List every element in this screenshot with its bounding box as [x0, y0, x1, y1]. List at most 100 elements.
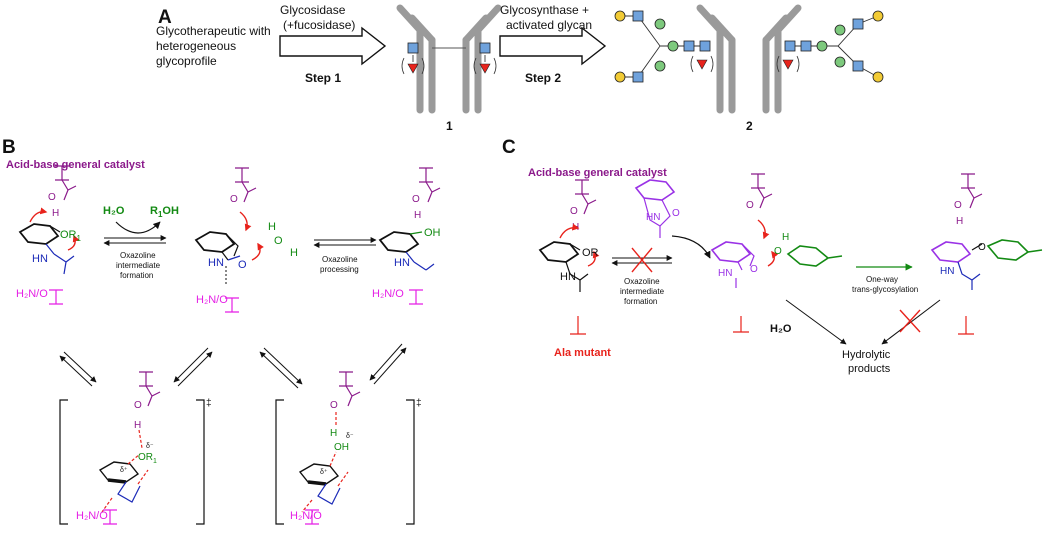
- svg-text:O: O: [954, 200, 962, 211]
- c-donor-o: O: [672, 208, 680, 219]
- b-nh2o-2: H₂N/O: [196, 294, 228, 306]
- c-donor-arrow: [671, 235, 711, 259]
- antibody-2: [614, 4, 884, 114]
- c-substrate: O H: [539, 179, 600, 292]
- c-ox-hn: HN: [718, 268, 732, 279]
- b-ts2: O: [275, 371, 415, 525]
- step2-label: Step 2: [525, 71, 561, 85]
- b-ts1-or1: OR1: [138, 452, 157, 465]
- b-nh2o-1: H₂N/O: [16, 288, 48, 300]
- c-water: H₂O: [770, 323, 792, 335]
- c-step1-line2: intermediate: [620, 287, 665, 296]
- arrow1-label-line2: (+fucosidase): [283, 18, 355, 32]
- c-block-cross: [631, 247, 653, 273]
- c-hydrolytic-line1: Hydrolytic: [842, 349, 891, 361]
- b-ts2-h: H: [330, 428, 337, 439]
- c-ala-tbar: [570, 316, 586, 335]
- b-ts1-dminus: δ⁻: [146, 443, 154, 450]
- c-oxazoline: O: [710, 173, 779, 288]
- b-hn-3: HN: [394, 257, 410, 269]
- b-ox-h1: H: [268, 221, 276, 233]
- b-hn-1: HN: [32, 253, 48, 265]
- b-ts2-dagger: ‡: [416, 398, 422, 409]
- c-or: OR: [582, 247, 599, 259]
- svg-text:O: O: [48, 192, 56, 203]
- start-label-line3: glycoprofile: [156, 54, 217, 68]
- b-oxazoline: O: [195, 167, 264, 313]
- step2-arrow: [499, 26, 607, 66]
- b-ts-arrow-3a: [263, 347, 303, 385]
- start-label-line2: heterogeneous: [156, 39, 236, 53]
- b-water: H₂O: [103, 205, 125, 217]
- b-water-arrow: [115, 221, 161, 234]
- c-product-tbar: [958, 316, 974, 335]
- b-ts2-dminus: δ⁻: [346, 433, 354, 440]
- b-ts-arrow-1a: [63, 351, 97, 383]
- panel-b-label: B: [2, 137, 16, 158]
- b-ts-arrow-4b: [373, 347, 407, 385]
- c-acceptor-ring: [786, 245, 843, 267]
- b-ts1-dagger: ‡: [206, 398, 212, 409]
- b-ts-arrow-1b: [59, 355, 93, 387]
- b-ts1-nh2o: H₂N/O: [76, 510, 108, 522]
- b-ts-arrow-2b: [177, 351, 213, 387]
- arrow2-label-line1: Glycosynthase +: [500, 3, 589, 17]
- b-ts-arrow-4a: [369, 343, 403, 381]
- svg-text:O: O: [570, 206, 578, 217]
- c-activated-donor: [634, 179, 676, 238]
- panel-a-label: A: [158, 7, 172, 28]
- b-ox-o: O: [274, 235, 283, 247]
- c-hn: HN: [560, 271, 576, 283]
- b-ts2-nh2o: H₂N/O: [290, 510, 322, 522]
- c-product-hn: HN: [940, 266, 954, 277]
- c-product: O H: [930, 173, 1043, 290]
- arrow2-label-line2: activated glycan: [506, 18, 592, 32]
- b-product: O H: [379, 167, 441, 305]
- c-hydrolytic-line2: products: [848, 363, 891, 375]
- c-ox-tbar: [733, 316, 749, 333]
- svg-text:O: O: [230, 194, 238, 205]
- svg-text:O: O: [412, 194, 420, 205]
- c-oneway-line1: One-way: [866, 275, 898, 284]
- b-step2-line2: processing: [320, 265, 359, 274]
- c-acceptor-o: O: [774, 246, 782, 257]
- c-hydrolysis-arrow-1: [785, 299, 847, 345]
- panel-c-label: C: [502, 137, 516, 158]
- b-step1-line3: formation: [120, 271, 153, 280]
- b-nh2o-3: H₂N/O: [372, 288, 404, 300]
- svg-text:H: H: [52, 208, 59, 219]
- b-step1-line1: Oxazoline: [120, 251, 156, 260]
- b-ts1: O H: [59, 371, 205, 525]
- b-ts2-oh: OH: [334, 442, 349, 453]
- c-hydrolysis-cross: [899, 309, 921, 333]
- c-catalyst-title: Acid-base general catalyst: [528, 167, 667, 179]
- c-product-o: O: [978, 242, 986, 253]
- step1-arrow: [279, 26, 387, 66]
- svg-text:O: O: [330, 400, 338, 411]
- b-ox-h2: H: [290, 247, 298, 259]
- b-substrate: O H: [19, 165, 80, 305]
- product-1-label: 1: [446, 119, 453, 133]
- b-product-oh: OH: [424, 227, 441, 239]
- svg-text:O: O: [134, 400, 142, 411]
- c-ala-mutant: Ala mutant: [554, 347, 611, 359]
- c-donor-hn: HN: [646, 212, 660, 223]
- b-roh: R1OH: [150, 205, 179, 219]
- step1-label: Step 1: [305, 71, 341, 85]
- start-label-line1: Glycotherapeutic with: [156, 24, 271, 38]
- product-2-label: 2: [746, 119, 753, 133]
- b-catalyst-title: Acid-base general catalyst: [6, 159, 145, 171]
- b-ts1-dplus: δ⁺: [120, 467, 128, 474]
- b-or1: OR1: [60, 229, 82, 243]
- b-step2-line1: Oxazoline: [322, 255, 358, 264]
- b-ts-arrow-3b: [259, 351, 299, 389]
- b-ts-arrow-2a: [173, 347, 209, 383]
- svg-text:H: H: [956, 216, 963, 227]
- arrow1-label-line1: Glycosidase: [280, 3, 346, 17]
- c-ox-o: O: [750, 264, 758, 275]
- b-ts2-dplus: δ⁺: [320, 469, 328, 476]
- svg-text:H: H: [134, 420, 141, 431]
- antibody-1: [396, 4, 502, 114]
- c-oneway-line2: trans-glycosylation: [852, 285, 918, 294]
